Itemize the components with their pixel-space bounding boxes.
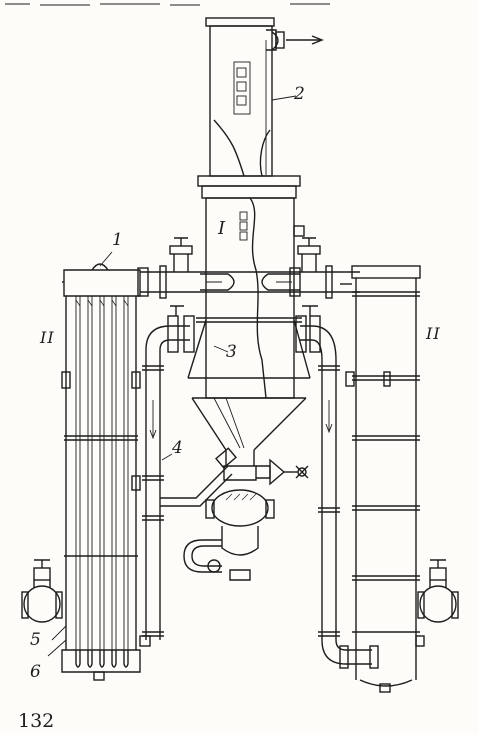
label-5: 5 (30, 630, 41, 650)
vessel-I-main-body (187, 175, 311, 466)
left-downcomer-pipe (142, 305, 237, 640)
bottom-separator-pump (183, 458, 309, 581)
left-heat-exchanger (21, 251, 151, 681)
label-4: 4 (172, 438, 183, 458)
label-roman-II-left: II (40, 328, 55, 347)
top-text-fragment (5, 3, 330, 6)
label-3: 3 (226, 342, 237, 362)
page-number: 132 (18, 710, 55, 732)
label-1: 1 (112, 230, 123, 250)
leader-5 (51, 625, 67, 641)
leader-4 (161, 453, 173, 461)
label-roman-II-right: II (426, 324, 441, 343)
right-heat-exchanger (340, 265, 459, 693)
label-roman-I: I (218, 218, 227, 239)
top-connecting-pipe (137, 237, 360, 299)
right-downcomer-pipe (295, 305, 379, 669)
label-6: 6 (30, 662, 41, 682)
leader-3 (213, 345, 229, 353)
label-2: 2 (294, 84, 305, 104)
